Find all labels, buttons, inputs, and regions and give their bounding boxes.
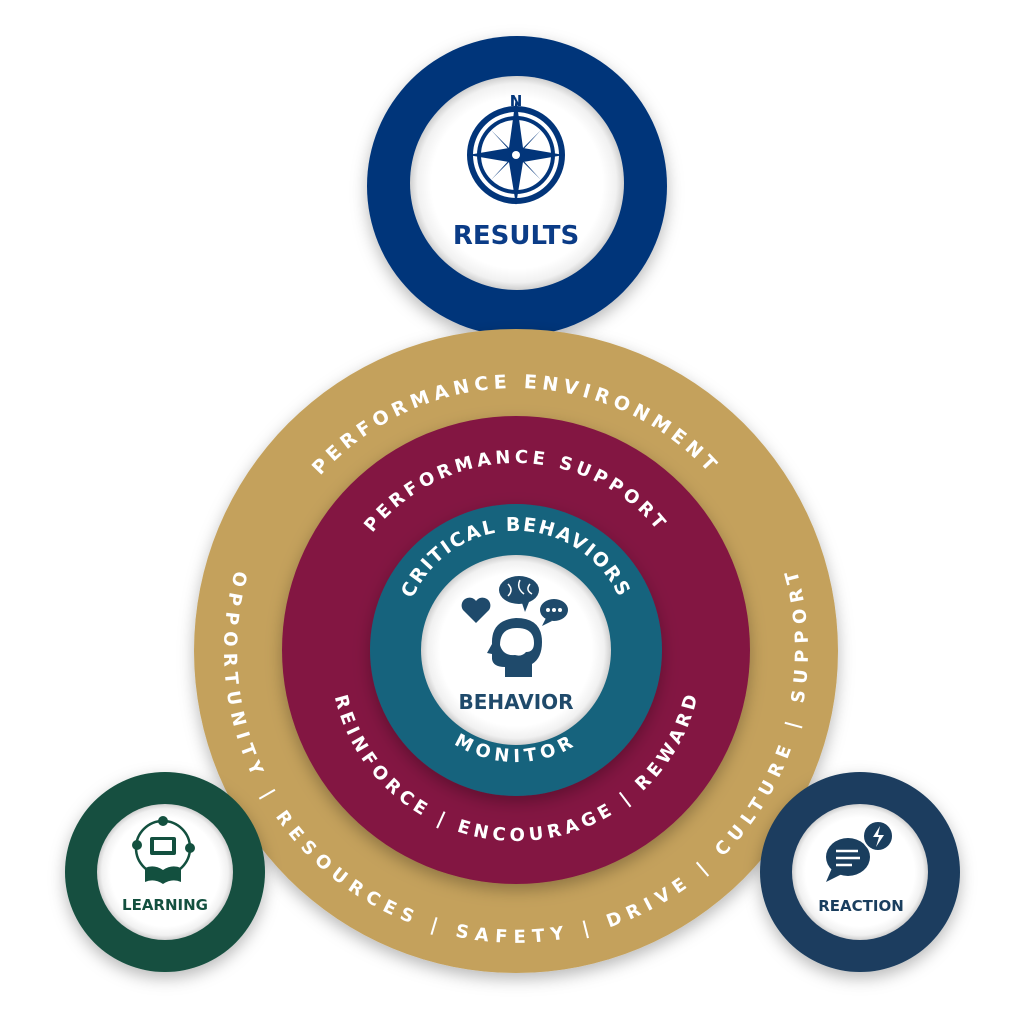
head-icon	[487, 618, 542, 677]
results-node: N RESULTS	[367, 36, 667, 336]
behavior-label: BEHAVIOR	[458, 690, 573, 714]
learning-node: LEARNING	[65, 772, 265, 972]
reaction-label: REACTION	[818, 897, 904, 915]
brain-icon	[499, 576, 539, 612]
heart-icon	[461, 597, 491, 623]
speech-bubble-icon	[540, 599, 568, 626]
learning-label: LEARNING	[122, 896, 208, 914]
compass-icon	[467, 97, 565, 205]
learning-icon	[132, 816, 195, 884]
reaction-node: REACTION	[760, 772, 960, 972]
chat-lightning-icon	[826, 820, 894, 882]
results-label: RESULTS	[453, 221, 579, 251]
compass-north-letter: N	[510, 92, 523, 110]
